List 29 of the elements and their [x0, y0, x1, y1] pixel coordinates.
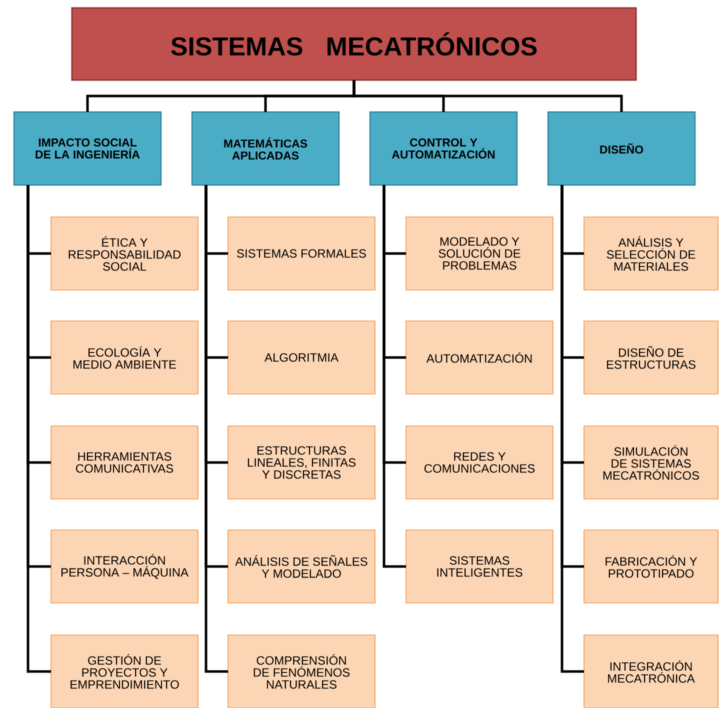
category-box: MATEMÁTICAS APLICADAS	[191, 111, 340, 186]
connector-line	[352, 80, 623, 112]
topic-box: ESTRUCTURAS LINEALES, FINITAS Y DISCRETAS	[228, 426, 376, 500]
connector-line	[26, 184, 51, 673]
topic-box: SIMULACIÓN DE SISTEMAS MECATRÓNICOS	[584, 426, 718, 500]
topic-box: INTEGRACIÓN MECATRÓNICA	[584, 634, 718, 708]
category-box: IMPACTO SOCIAL DE LA INGENIERÍA	[13, 111, 162, 186]
category-box: DISEÑO	[547, 111, 696, 186]
topic-box: ANÁLISIS Y SELECCIÓN DE MATERIALES	[584, 216, 718, 290]
title-box: SISTEMAS MECATRÓNICOS	[71, 7, 637, 81]
topic-box: ÉTICA Y RESPONSABILIDAD SOCIAL	[50, 216, 198, 290]
topic-box: REDES Y COMUNICACIONES	[406, 426, 554, 500]
topic-box: ALGORITMIA	[228, 320, 376, 394]
topic-box: ANÁLISIS DE SEÑALES Y MODELADO	[228, 530, 376, 604]
topic-box: SISTEMAS FORMALES	[228, 216, 376, 290]
connector-line	[204, 184, 228, 673]
connector-line	[560, 184, 584, 673]
topic-box: HERRAMIENTAS COMUNICATIVAS	[50, 426, 198, 500]
category-box: CONTROL Y AUTOMATIZACIÓN	[369, 111, 518, 186]
topic-box: FABRICACIÓN Y PROTOTIPADO	[584, 530, 718, 604]
topic-box: GESTIÓN DE PROYECTOS Y EMPRENDIMIENTO	[50, 634, 198, 708]
topic-box: INTERACCIÓN PERSONA – MÁQUINA	[50, 530, 198, 604]
topic-box: AUTOMATIZACIÓN	[406, 320, 554, 394]
topic-box: SISTEMAS INTELIGENTES	[406, 530, 554, 604]
topic-box: ECOLOGÍA Y MEDIO AMBIENTE	[50, 320, 198, 394]
topic-box: MODELADO Y SOLUCIÓN DE PROBLEMAS	[406, 216, 554, 290]
connector-line	[382, 184, 406, 568]
topic-box: DISEÑO DE ESTRUCTURAS	[584, 320, 718, 394]
topic-box: COMPRENSIÓN DE FENÓMENOS NATURALES	[228, 634, 376, 708]
